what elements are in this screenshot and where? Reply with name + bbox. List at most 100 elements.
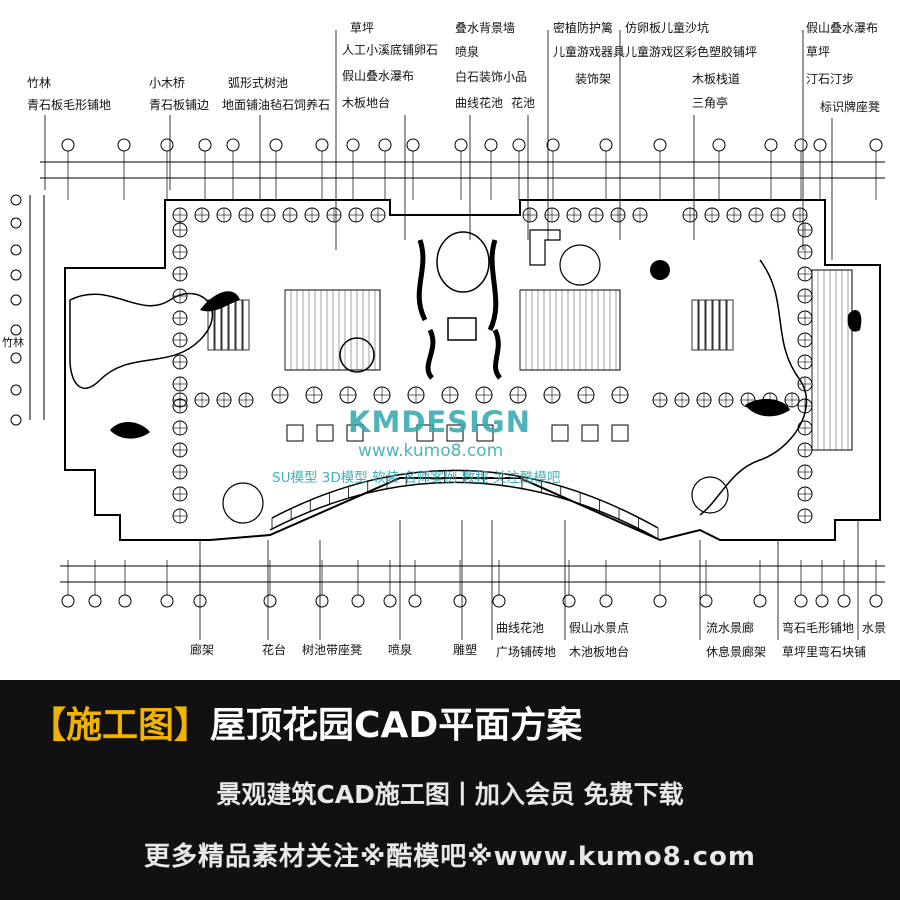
- square-planter: [446, 424, 464, 442]
- right-pavilion: [726, 299, 734, 351]
- grid-axis-bubble-top: [794, 138, 808, 152]
- grid-axis-bubble-top: [346, 138, 360, 152]
- square-planter: [416, 424, 434, 442]
- label-planter-bench: 树池带座凳: [302, 643, 363, 657]
- grid-axis-bubble-top: [764, 138, 778, 152]
- grid-axis-bubble-top: [378, 138, 392, 152]
- rock-left-2: [110, 421, 150, 439]
- left-stream: [69, 292, 214, 389]
- right-pavilion: [712, 299, 720, 351]
- label-hedge: 密植防护篱: [553, 21, 614, 35]
- right-stream: [699, 259, 808, 516]
- left-pavilion: [235, 299, 243, 351]
- label-water-feature: 水景: [862, 621, 887, 635]
- site-plan-graphic: [10, 30, 885, 640]
- grid-axis-bubble-bottom: [383, 594, 397, 608]
- label-wood-deck-1: 木板地台: [342, 96, 391, 110]
- grid-axis-bubble-left: [10, 294, 22, 306]
- grid-axis-bubble-bottom: [61, 594, 75, 608]
- grid-axis-bubble-bottom: [263, 594, 277, 608]
- square-planter: [611, 424, 629, 442]
- rock-right: [745, 398, 790, 417]
- grid-axis-bubble-bottom: [869, 594, 883, 608]
- rock-right-2: [847, 310, 862, 332]
- grid-axis-bubble-top: [61, 138, 75, 152]
- grid-axis-bubble-top: [160, 138, 174, 152]
- grid-axis-bubble-left: [10, 217, 22, 229]
- label-sculpture: 雕塑: [453, 643, 478, 657]
- title-tag: 施工图: [66, 705, 175, 746]
- grid-axis-bubble-bottom: [118, 594, 132, 608]
- grid-axis-bubble-top: [454, 138, 468, 152]
- round-planter: [339, 337, 375, 373]
- banner-title: 【施工图】屋顶花园CAD平面方案: [30, 696, 582, 748]
- left-pavilion: [228, 299, 236, 351]
- label-play-equipment: 儿童游戏器具: [553, 45, 626, 59]
- square-planter: [286, 424, 304, 442]
- left-pavilion: [242, 299, 250, 351]
- label-flower-stand: 花台: [262, 643, 287, 657]
- square-planter: [346, 424, 364, 442]
- cad-plan-drawing: 竹林 青石板毛形铺地 小木桥 青石板铺边 弧形式树池 地面铺油毡石饲养石 草坪 …: [2, 21, 887, 659]
- watermark-brand: KMDESIGN: [348, 405, 531, 439]
- grid-axis-bubble-bottom: [815, 594, 829, 608]
- label-wood-bridge: 小木桥: [149, 76, 186, 90]
- grid-axis-bubble-left: [10, 414, 22, 426]
- grid-axis-bubble-top: [226, 138, 240, 152]
- grid-axis-bubble-top: [599, 138, 613, 152]
- grid-axis-bubble-top: [117, 138, 131, 152]
- play-area-feature: [650, 260, 670, 280]
- label-rest-pergola: 休息景廊架: [706, 645, 767, 659]
- square-planter: [551, 424, 569, 442]
- grid-axis-bubble-bottom: [492, 594, 506, 608]
- label-rockery-waterfall-1: 假山叠水瀑布: [342, 69, 415, 83]
- grid-axis-bubble-top: [406, 138, 420, 152]
- banner-footer: 更多精品素材关注※酷模吧※www.kumo8.com: [144, 842, 756, 872]
- label-lawn-2: 草坪: [806, 45, 831, 59]
- label-artificial-stream: 人工小溪底铺卵石: [342, 43, 439, 57]
- left-pavilion: [207, 299, 215, 351]
- right-pavilion: [705, 299, 713, 351]
- left-circular-plaza: [222, 482, 264, 524]
- grid-axis-bubble-bottom: [653, 594, 667, 608]
- left-pavilion: [221, 299, 229, 351]
- promo-banner: [0, 680, 900, 900]
- grid-axis-bubble-top: [512, 138, 526, 152]
- grid-axis-bubble-bottom: [88, 594, 102, 608]
- title-text: 屋顶花园CAD平面方案: [210, 705, 583, 746]
- grid-axis-bubble-bottom: [753, 594, 767, 608]
- grid-axis-bubble-bottom: [160, 594, 174, 608]
- grid-axis-bubble-bottom: [315, 594, 329, 608]
- grid-axis-bubble-bottom: [408, 594, 422, 608]
- label-lawn-stones: 草坪里弯石块铺: [782, 645, 867, 659]
- right-circular-plaza: [691, 476, 729, 514]
- grid-axis-bubble-bottom: [794, 594, 808, 608]
- label-water-corridor: 流水景廊: [706, 621, 755, 635]
- rock-left: [200, 291, 240, 312]
- watermark-tagline: SU模型 3D模型 软装 名师案例 教程 关注酷模吧: [272, 470, 561, 486]
- grid-axis-bubble-bottom: [351, 594, 365, 608]
- grid-axis-bubble-left: [10, 194, 22, 206]
- wood-deck-left: [284, 289, 381, 371]
- grid-axis-bubble-top: [712, 138, 726, 152]
- label-water-wall: 叠水背景墙: [455, 21, 516, 35]
- label-fountain-bottom: 喷泉: [388, 643, 413, 657]
- label-stepping-stones: 汀石汀步: [806, 72, 855, 86]
- grid-axis-bubble-left: [10, 384, 22, 396]
- play-slide: [529, 229, 561, 266]
- label-pergola: 廊架: [190, 643, 215, 657]
- label-arc-planter: 弧形式树池: [228, 76, 289, 90]
- grid-axis-bubble-top: [869, 138, 883, 152]
- label-stone-paving-2: 弯石毛形铺地: [782, 621, 855, 635]
- watermark-url: www.kumo8.com: [358, 441, 504, 461]
- grid-axis-bubble-left: [10, 352, 22, 364]
- right-pavilion: [698, 299, 706, 351]
- label-sandpit: 仿卵板儿童沙坑: [625, 21, 710, 35]
- play-area-umbrella: [559, 244, 601, 286]
- label-lawn-1: 草坪: [350, 21, 375, 35]
- grid-axis-bubble-top: [653, 138, 667, 152]
- label-curve-planter-top: 曲线花池: [455, 96, 504, 110]
- label-boardwalk: 木板栈道: [692, 72, 741, 86]
- pergola-arc-outer: [269, 481, 661, 541]
- left-pavilion: [214, 299, 222, 351]
